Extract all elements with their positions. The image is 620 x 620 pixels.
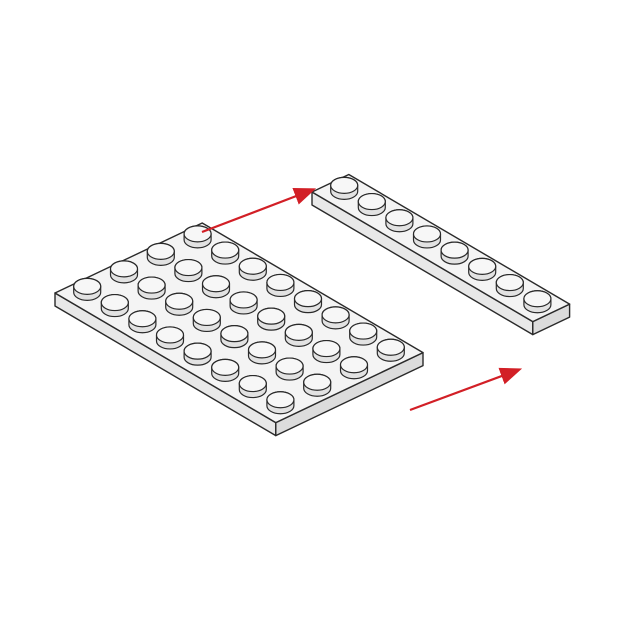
large-plate-stud-top <box>137 276 166 294</box>
large-plate-stud-top <box>275 357 304 375</box>
strip-plate-stud <box>523 290 552 314</box>
large-plate-stud <box>349 322 378 346</box>
strip-plate-stud <box>330 176 359 200</box>
large-plate <box>54 222 424 437</box>
large-plate-stud-top <box>238 374 267 393</box>
large-plate-stud-top <box>183 342 212 360</box>
large-plate-stud-top <box>183 225 212 243</box>
large-plate-stud <box>238 257 267 281</box>
large-plate-stud-top <box>174 258 203 277</box>
large-plate-stud-top <box>266 391 295 409</box>
large-plate-stud-top <box>376 338 405 356</box>
large-plate-stud-top <box>73 277 102 295</box>
large-plate-stud <box>100 293 129 318</box>
large-plate-stud-top <box>339 356 369 374</box>
large-plate-stud <box>146 242 175 266</box>
large-plate-stud-top <box>211 358 240 376</box>
large-plate-stud <box>266 391 295 415</box>
large-plate-stud-top <box>266 273 295 292</box>
large-plate-stud <box>73 277 102 301</box>
large-plate-stud-top <box>220 325 249 343</box>
strip-plate-stud <box>495 273 524 298</box>
large-plate-stud <box>339 356 369 380</box>
large-plate-stud <box>266 273 295 298</box>
large-plate-stud-top <box>247 341 277 359</box>
large-plate-stud <box>284 323 313 347</box>
large-plate-stud <box>247 341 277 365</box>
large-plate-stud-top <box>349 322 378 340</box>
large-plate-stud <box>128 310 157 334</box>
large-plate-stud <box>137 276 166 300</box>
strip-plate-stud <box>357 192 386 217</box>
large-plate-stud <box>201 275 231 299</box>
strip-plate-stud-top <box>468 257 497 275</box>
large-plate-stud-top <box>321 306 350 324</box>
strip-plate-stud <box>468 257 497 281</box>
large-plate-stud-top <box>257 307 286 325</box>
large-plate-stud-top <box>192 308 221 327</box>
large-plate-stud-top <box>155 326 185 344</box>
large-plate-stud-top <box>128 310 157 328</box>
large-plate-stud-top <box>303 373 332 391</box>
large-plate-stud <box>312 339 341 364</box>
large-plate-stud-top <box>146 242 175 260</box>
large-plate-stud <box>183 342 212 366</box>
large-plate-stud-top <box>201 275 231 293</box>
large-plate-stud <box>109 260 139 284</box>
large-plate-stud <box>376 338 405 362</box>
arrows <box>201 188 523 412</box>
large-plate-stud-top <box>284 323 313 341</box>
strip-plate-stud <box>440 241 469 265</box>
strip-plate <box>311 173 571 336</box>
strip-plate-stud-top <box>523 290 552 308</box>
large-plate-stud <box>174 258 203 283</box>
large-plate-stud <box>220 325 249 349</box>
strip-plate-stud-top <box>412 225 442 243</box>
large-plate-stud <box>192 308 221 333</box>
strip-plate-stud-top <box>440 241 469 259</box>
large-plate-stud-top <box>109 260 139 278</box>
large-plate-stud-top <box>165 292 194 310</box>
large-plate-stud-top <box>229 291 258 309</box>
bottom-arrow <box>409 367 523 412</box>
large-plate-stud-top <box>293 290 323 308</box>
large-plate-stud <box>238 374 267 399</box>
strip-plate-stud-top <box>330 176 359 194</box>
strip-plate-stud-top <box>495 273 524 292</box>
large-plate-stud <box>155 326 185 350</box>
large-plate-stud <box>275 357 304 381</box>
large-plate-stud-top <box>211 241 240 259</box>
large-plate-stud-top <box>312 339 341 358</box>
top-arrow <box>201 188 317 234</box>
large-plate-stud <box>293 290 323 314</box>
large-plate-stud <box>211 358 240 382</box>
large-plate-stud <box>229 291 258 315</box>
strip-plate-stud-top <box>385 209 414 227</box>
large-plate-stud-top <box>100 293 129 312</box>
large-plate-stud <box>303 373 332 397</box>
strip-plate-stud <box>412 225 442 249</box>
large-plate-stud <box>321 306 350 330</box>
strip-plate-stud-top <box>357 192 386 211</box>
strip-plate-stud <box>385 209 414 233</box>
large-plate-stud-top <box>238 257 267 275</box>
large-plate-stud <box>211 241 240 265</box>
large-plate-stud <box>257 307 286 331</box>
large-plate-stud <box>165 292 194 316</box>
